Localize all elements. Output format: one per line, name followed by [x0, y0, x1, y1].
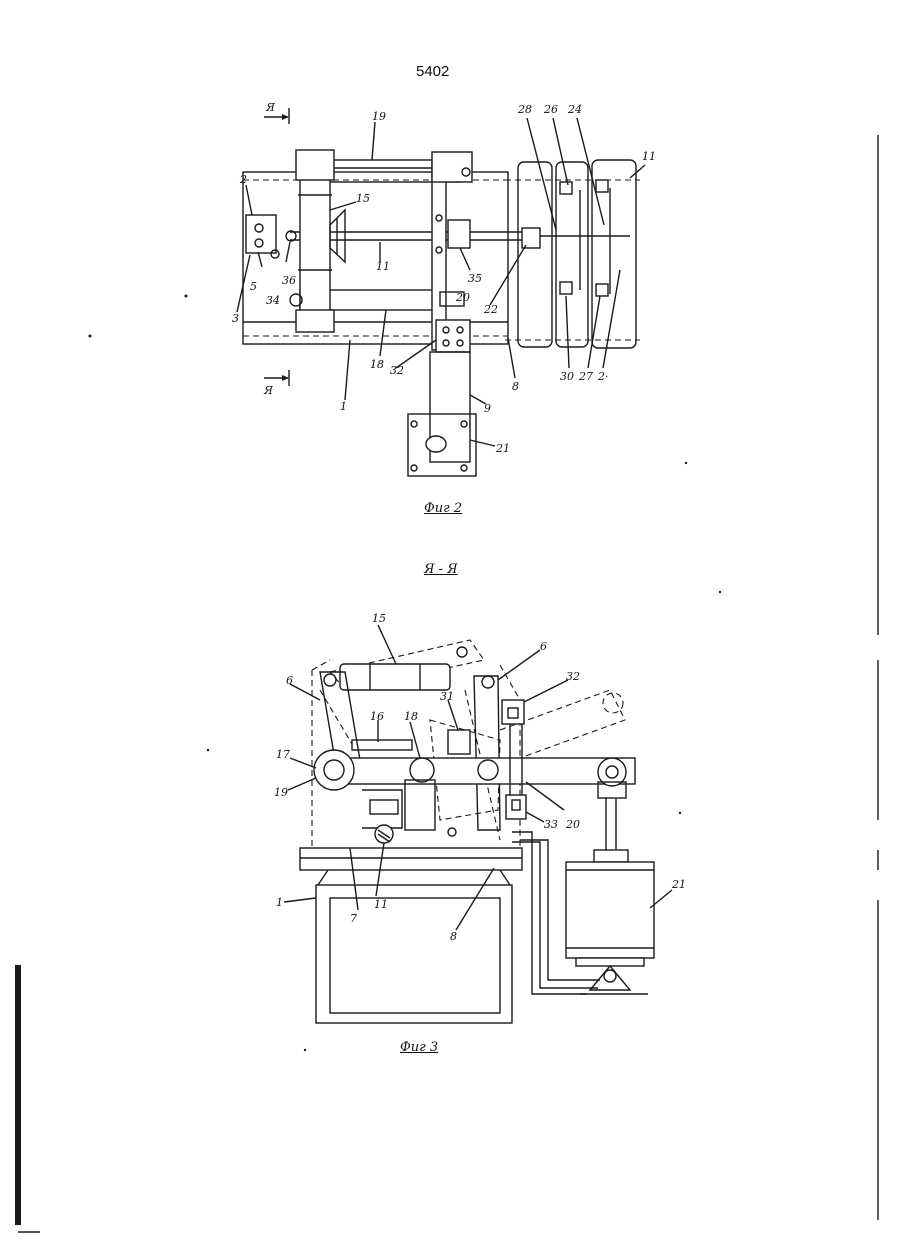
pivot-arm [478, 760, 498, 780]
label-20: 20 [455, 291, 470, 304]
label-36: 36 [282, 274, 296, 287]
lever-link [405, 780, 435, 830]
base-plate [300, 848, 522, 870]
carriage-bottom-block [296, 310, 334, 332]
roller-17 [314, 750, 354, 790]
bolt-icon [461, 465, 467, 471]
lower-housing-1 [316, 885, 512, 1023]
plate-6-right [474, 676, 500, 830]
bolt-icon [461, 421, 467, 427]
label-15: 15 [356, 192, 370, 205]
switch-33 [506, 795, 526, 819]
label-22: 22 [483, 303, 498, 316]
speck [89, 335, 92, 338]
figure-2-caption: Фиг 2 [424, 501, 462, 516]
switch-block-32 [436, 320, 470, 352]
clamp-block-2 [246, 215, 276, 253]
speck [685, 462, 687, 464]
speck [679, 812, 681, 814]
cylinder-21 [566, 862, 654, 958]
cylinder-head [426, 436, 446, 452]
label-19: 19 [372, 110, 386, 123]
label-34: 34 [266, 294, 280, 307]
carriage-top-block [296, 150, 334, 180]
bolt-icon [411, 465, 417, 471]
label-17: 17 [276, 748, 290, 761]
speck [207, 749, 209, 751]
cylinder-base [576, 958, 644, 966]
label-11-disc: 11 [642, 150, 656, 163]
label-35: 35 [468, 272, 482, 285]
pivot-icon [457, 647, 467, 657]
label-7: 7 [350, 912, 357, 925]
label-8: 8 [450, 930, 457, 943]
label-6-left: 6 [286, 674, 293, 687]
label-11: 11 [374, 898, 388, 911]
figure-3-caption: Фиг 3 [400, 1040, 438, 1055]
label-1: 1 [276, 896, 283, 909]
label-2b: 2· [597, 370, 609, 383]
holder-block [362, 790, 402, 828]
label-24: 24 [567, 103, 582, 116]
label-32: 32 [390, 364, 404, 377]
holder-inner [370, 800, 398, 814]
speck [719, 591, 721, 593]
label-15: 15 [372, 612, 386, 625]
pivot-icon [324, 674, 336, 686]
label-11: 11 [376, 260, 390, 273]
label-21: 21 [671, 878, 686, 891]
hub-22 [522, 228, 540, 248]
label-16: 16 [370, 710, 384, 723]
label-1: 1 [340, 400, 347, 413]
housing-flange [318, 870, 510, 885]
pivot-icon [482, 676, 494, 688]
bearing-35 [448, 220, 470, 248]
pin-30 [560, 282, 572, 294]
label-18: 18 [404, 710, 418, 723]
label-6-right: 6 [540, 640, 547, 653]
left-margin-bar [15, 965, 21, 1225]
label-5: 5 [250, 280, 257, 293]
section-caption: Я - Я [424, 562, 458, 577]
label-section-bottom: Я [263, 384, 274, 397]
label-3: 3 [232, 312, 239, 325]
label-9: 9 [484, 402, 491, 415]
cylinder-gland [594, 850, 628, 862]
carriage-15 [300, 155, 330, 330]
label-27: 27 [578, 370, 593, 383]
label-20: 20 [565, 818, 580, 831]
label-19: 19 [274, 786, 288, 799]
switch-32-contact [508, 708, 518, 718]
pin-24 [596, 180, 608, 192]
speck [185, 295, 188, 298]
base-frame [243, 172, 508, 344]
lever-top-housing [432, 152, 472, 182]
pin-27 [596, 284, 608, 296]
label-28: 28 [517, 103, 532, 116]
pin-28 [560, 182, 572, 194]
block-31 [448, 730, 470, 754]
label-2: 2 [239, 173, 247, 186]
label-32: 32 [566, 670, 580, 683]
link-15 [340, 664, 450, 690]
pivot-18 [410, 758, 434, 782]
speck [304, 1049, 306, 1051]
label-31: 31 [440, 690, 454, 703]
disc-8 [518, 162, 552, 347]
label-26: 26 [543, 103, 558, 116]
bolt-icon [411, 421, 417, 427]
label-21: 21 [495, 442, 510, 455]
bar-16 [352, 740, 412, 750]
label-section-top: Я [265, 101, 276, 114]
bolt-icon [448, 828, 456, 836]
label-18: 18 [370, 358, 384, 371]
label-33: 33 [544, 818, 558, 831]
label-8: 8 [512, 380, 519, 393]
label-30: 30 [560, 370, 574, 383]
